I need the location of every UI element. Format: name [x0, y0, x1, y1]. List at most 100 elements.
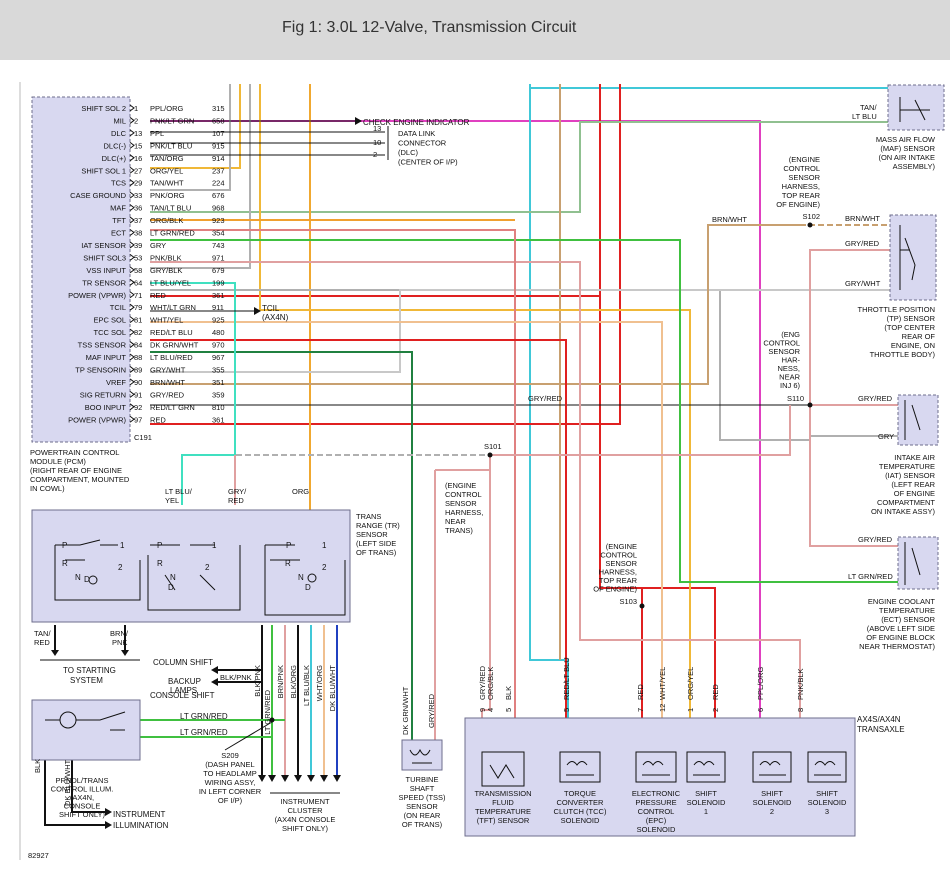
trans-component-label: 3	[825, 807, 829, 816]
tcil-area: TCIL (AX4N)	[150, 304, 289, 322]
svg-text:GRY/RED: GRY/RED	[845, 239, 880, 248]
label-line: OF TRANS)	[402, 820, 443, 829]
pcm-pin-name: SIG RETURN	[80, 390, 126, 399]
svg-text:GRY/RED: GRY/RED	[427, 693, 436, 728]
svg-text:COLUMN SHIFT: COLUMN SHIFT	[153, 658, 213, 667]
tr-wire-label: LT BLU/	[165, 487, 193, 496]
svg-text:(AX4N): (AX4N)	[262, 313, 289, 322]
pcm-wire-color: GRY/WHT	[150, 365, 186, 374]
label-line: INTAKE AIR	[894, 453, 935, 462]
pcm-pin-name: TCC SOL	[93, 328, 126, 337]
svg-text:AX4S/AX4N: AX4S/AX4N	[857, 715, 901, 724]
trans-component-label: 1	[704, 807, 708, 816]
trans-pin-number: 12	[658, 704, 667, 712]
pcm-pin-number: 92	[134, 403, 142, 412]
label-line: TEMPERATURE	[879, 462, 935, 471]
label-line: SHIFT ONLY)	[59, 810, 105, 819]
pcm-circuit-number: 359	[212, 390, 225, 399]
label-line: IN LEFT CORNER	[199, 787, 262, 796]
trans-component-label: SOLENOID	[808, 798, 847, 807]
label-line: (ECT) SENSOR	[881, 615, 935, 624]
trans-component-label: SOLENOID	[637, 825, 676, 834]
trans-component-label: TORQUE	[564, 789, 596, 798]
pin-tick	[129, 117, 135, 124]
svg-text:GRY/WHT: GRY/WHT	[845, 279, 881, 288]
label-line: TRANS)	[445, 526, 473, 535]
pcm-pin-name: TCS	[111, 179, 126, 188]
label-line: IN COWL)	[30, 484, 65, 493]
svg-text:TAN/: TAN/	[860, 103, 877, 112]
svg-text:BRN/WHT: BRN/WHT	[845, 214, 880, 223]
pcm-pin-number: 33	[134, 191, 142, 200]
tr-position-letter: 2	[118, 563, 123, 572]
pcm-pin-number: 88	[134, 353, 142, 362]
pcm-pin-number: 15	[134, 141, 142, 150]
pcm-pin-number: 29	[134, 179, 142, 188]
trans-component-label: PRESSURE	[635, 798, 676, 807]
pcm-pin-name: MAF	[110, 204, 126, 213]
pcm-pin-number: 79	[134, 303, 142, 312]
starting-system: TAN/ RED BRN/ PNK TO STARTING SYSTEM	[34, 629, 140, 685]
pcm-circuit-number: 810	[212, 403, 225, 412]
pcm-wire-color: WHT/YEL	[150, 316, 183, 325]
pcm-circuit-number: 923	[212, 216, 225, 225]
trans-component-label: (EPC)	[646, 816, 667, 825]
pcm-pin-number: 81	[134, 316, 142, 325]
pin-tick	[129, 415, 135, 423]
tr-position-letter: N	[170, 573, 176, 582]
pcm-pin-name: TFT	[112, 216, 126, 225]
check-engine-label: CHECK ENGINE INDICATOR	[363, 118, 470, 127]
svg-text:LT GRN/RED: LT GRN/RED	[848, 572, 893, 581]
label-line: (AX4N,	[70, 793, 94, 802]
label-line: MODULE (PCM)	[30, 457, 86, 466]
trans-component-label: (TFT) SENSOR	[477, 816, 530, 825]
svg-text:LT GRN/RED: LT GRN/RED	[180, 728, 228, 737]
trans-component-label: SOLENOID	[687, 798, 726, 807]
label-line: REAR OF	[902, 332, 936, 341]
pcm-wire-color: GRY/BLK	[150, 266, 182, 275]
tr-position-letter: P	[286, 541, 291, 550]
svg-text:TAN/: TAN/	[34, 629, 51, 638]
pcm-circuit-number: 676	[212, 191, 225, 200]
pcm-pin-name: ECT	[111, 229, 126, 238]
svg-text:LT GRN/RED: LT GRN/RED	[180, 712, 228, 721]
trans-pin-number: 7	[636, 708, 645, 712]
pcm-circuit-number: 351	[212, 378, 225, 387]
label-line: HARNESS,	[782, 182, 820, 191]
svg-text:BLK: BLK	[33, 759, 42, 773]
pcm-pin-number: 37	[134, 216, 142, 225]
svg-text:INSTRUMENT: INSTRUMENT	[113, 810, 166, 819]
label-line: (DASH PANEL	[205, 760, 254, 769]
arrow-icon	[268, 775, 276, 782]
label-line: THROTTLE BODY)	[870, 350, 936, 359]
label-line: (MAF) SENSOR	[880, 144, 935, 153]
svg-text:13: 13	[373, 124, 381, 133]
pcm-circuit-number: 911	[212, 303, 224, 312]
label-line: (TP) SENSOR	[887, 314, 936, 323]
trans-component-label: CONTROL	[638, 807, 675, 816]
label-line: (ENG	[781, 330, 800, 339]
pin-tick	[129, 241, 135, 249]
label-line: INSTRUMENT	[280, 797, 330, 806]
prndl-illumination: LT GRN/RED LT GRN/RED PRNDL/TRANSCONTROL…	[31, 699, 228, 830]
arrow-icon	[258, 775, 266, 782]
pcm-circuit-number: 914	[212, 154, 225, 163]
pin-tick	[129, 141, 135, 149]
pcm-connector: C191	[134, 433, 152, 442]
pcm-pin-number: 16	[134, 154, 142, 163]
trans-component-label: 2	[770, 807, 774, 816]
pcm-pin-name: SHIFT SOL 2	[81, 104, 126, 113]
trans-wire-color: GRY/RED	[478, 665, 487, 700]
backup-lamps: COLUMN SHIFT BACKUP LAMPS BLK/PNK CONSOL…	[150, 658, 252, 700]
pcm-pin-number: 27	[134, 166, 142, 175]
label-line: OF ENGINE)	[776, 200, 820, 209]
pcm-wire-color: TAN/ORG	[150, 154, 184, 163]
svg-text:BRN/: BRN/	[110, 629, 129, 638]
ect-sensor: GRY/RED LT GRN/RED ENGINE COOLANTTEMPERA…	[848, 535, 939, 651]
label-line: (ON REAR	[404, 811, 441, 820]
s103-text: S103	[619, 597, 637, 606]
trans-wire-color: WHT/YEL	[658, 667, 667, 700]
trans-pin-number: 5	[562, 708, 571, 712]
label-line: SENSOR	[445, 499, 477, 508]
